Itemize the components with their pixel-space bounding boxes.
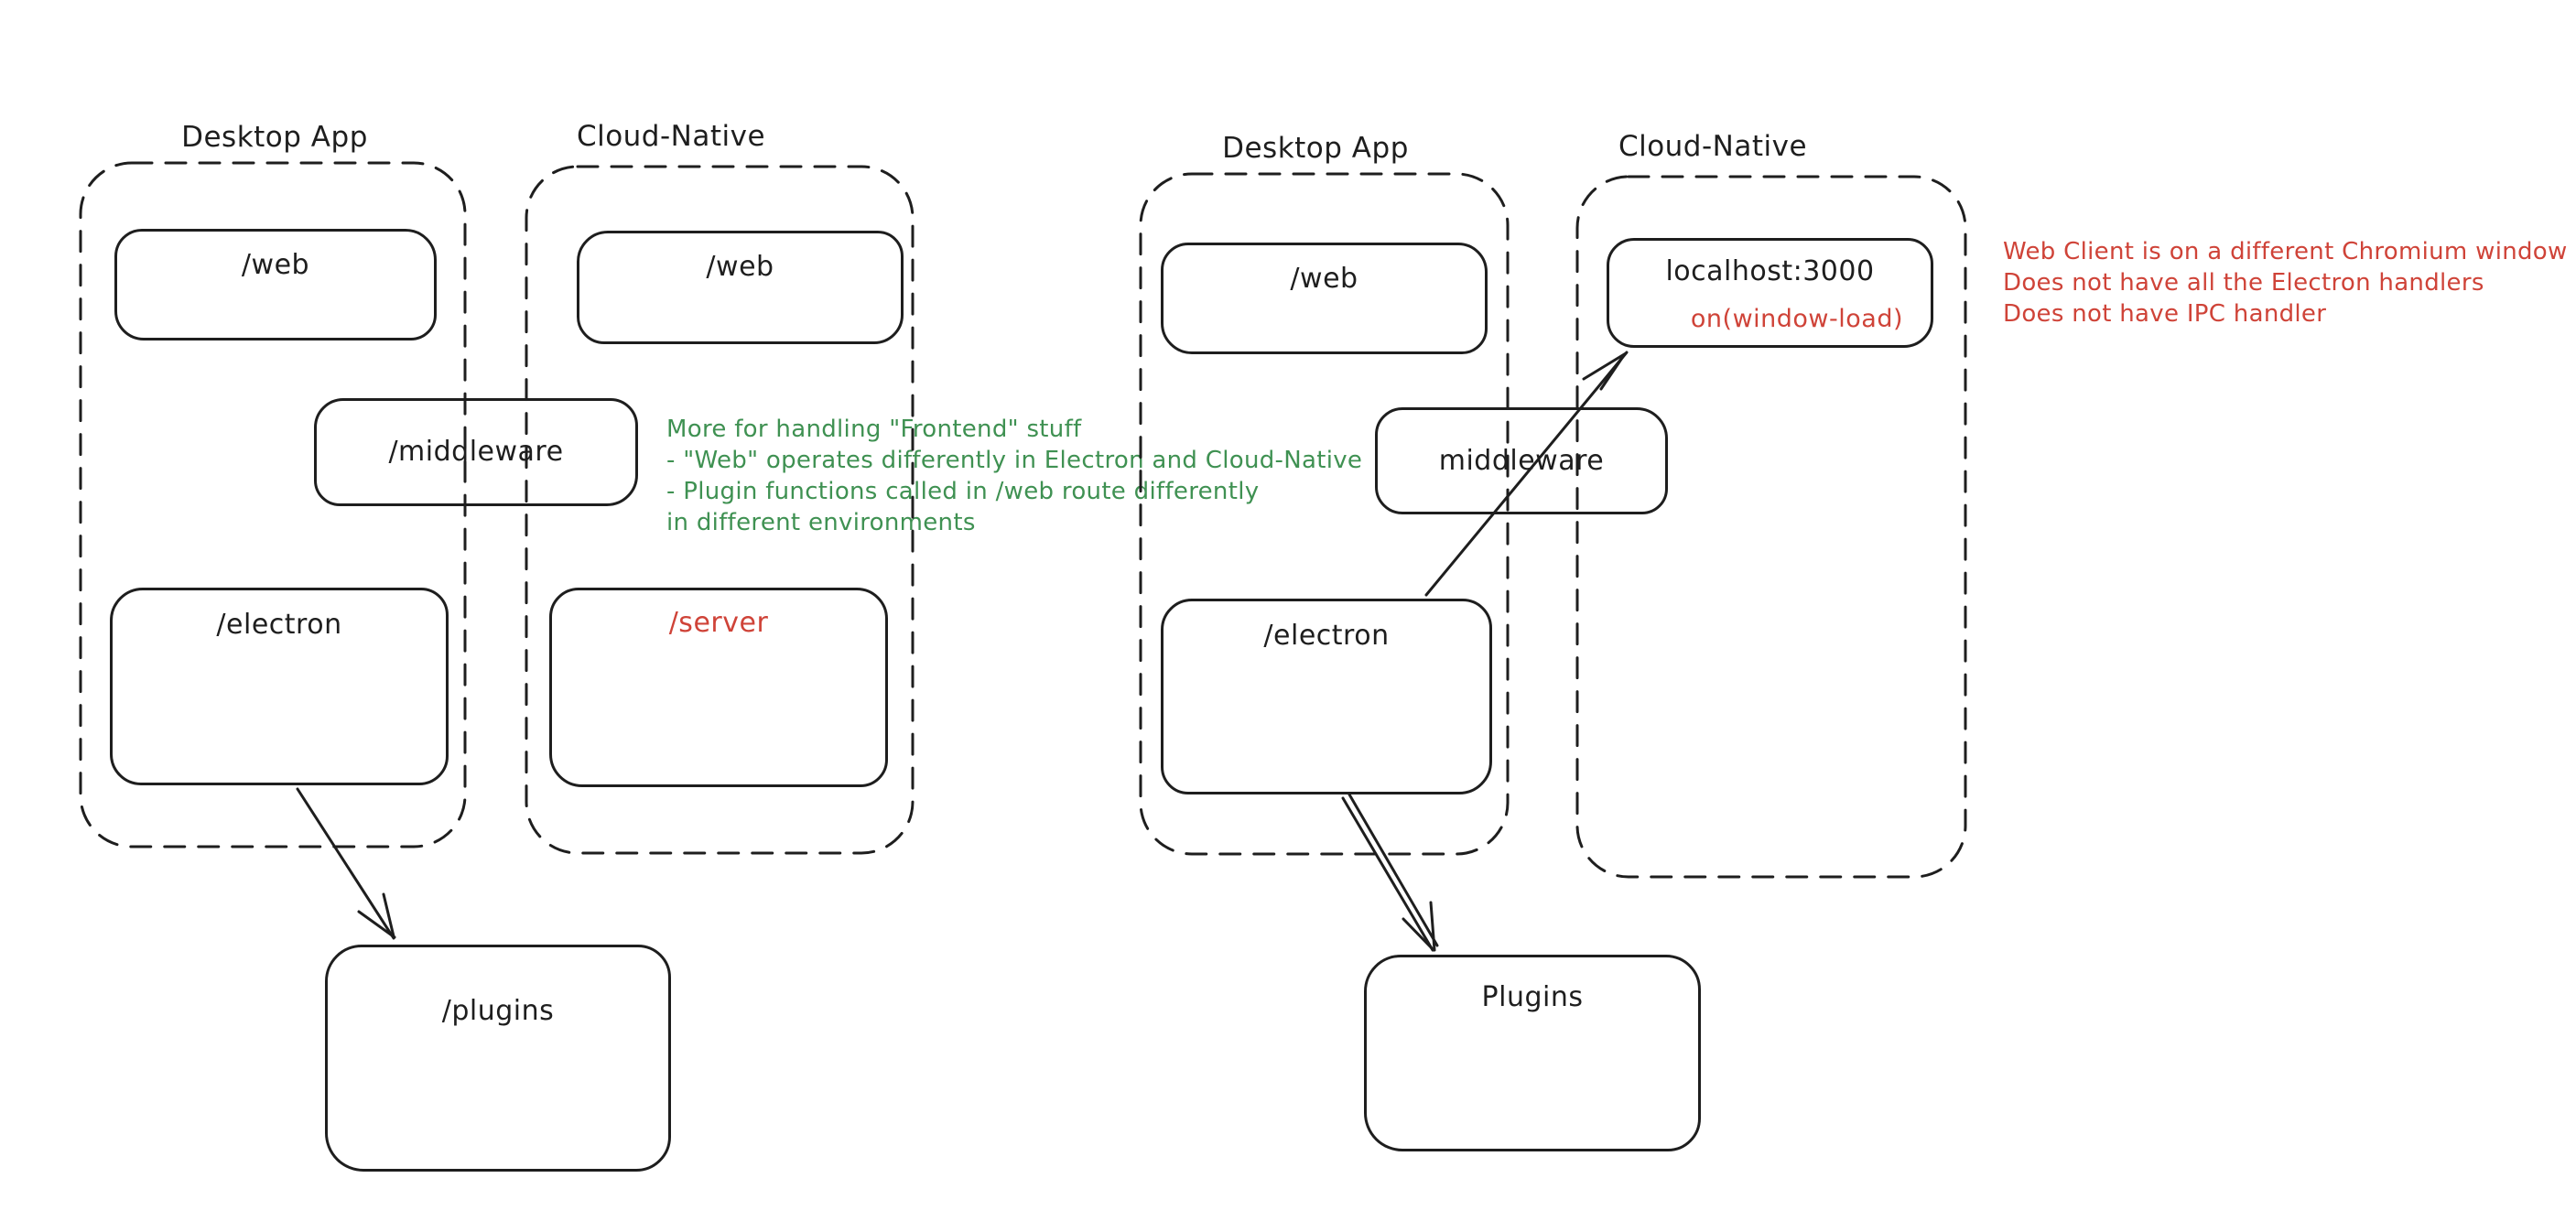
left-server-label: /server [668,607,769,639]
right-plugins-box: Plugins [1364,955,1701,1151]
window-load-label: on(window-load) [1690,305,1903,333]
left-electron-label: /electron [216,609,342,641]
right-electron-box: /electron [1161,599,1492,794]
right-electron-label: /electron [1263,620,1390,652]
left-middleware-box: /middleware [314,398,638,506]
left-desktop-app-title: Desktop App [181,121,368,154]
frontend-note-line: in different environments [666,509,976,536]
left-plugins-box: /plugins [325,945,671,1172]
arrow-right-electron-to-plugins [1341,793,1439,952]
right-desktop-app-title: Desktop App [1222,132,1409,165]
right-web-box: /web [1161,243,1488,354]
left-web-desktop-label: /web [241,249,310,281]
left-plugins-label: /plugins [441,995,555,1027]
right-middleware-box: middleware [1375,407,1668,514]
right-middleware-label: middleware [1438,444,1605,477]
web-client-note-line: Does not have all the Electron handlers [2003,269,2484,297]
right-web-label: /web [1290,263,1358,295]
left-web-desktop-box: /web [114,229,437,340]
right-cloud-native-title: Cloud-Native [1618,130,1808,163]
right-plugins-label: Plugins [1481,981,1584,1013]
localhost-label: localhost:3000 [1665,255,1875,287]
frontend-note: More for handling "Frontend" stuff - "We… [666,414,1362,538]
left-electron-box: /electron [110,588,449,785]
left-middleware-label: /middleware [388,436,564,468]
web-client-note-line: Web Client is on a different Chromium wi… [2003,238,2568,265]
left-web-cloud-box: /web [577,231,904,344]
left-web-cloud-label: /web [706,251,774,283]
web-client-note-line: Does not have IPC handler [2003,300,2327,328]
left-server-box: /server [549,588,888,787]
arrow-left-electron-to-plugins [296,787,396,940]
frontend-note-line: - "Web" operates differently in Electron… [666,447,1363,474]
left-cloud-native-title: Cloud-Native [576,120,766,153]
localhost-box: localhost:3000 on(window-load) [1607,238,1933,348]
web-client-note: Web Client is on a different Chromium wi… [2003,236,2568,330]
frontend-note-line: More for handling "Frontend" stuff [666,416,1082,443]
frontend-note-line: - Plugin functions called in /web route … [666,478,1260,505]
